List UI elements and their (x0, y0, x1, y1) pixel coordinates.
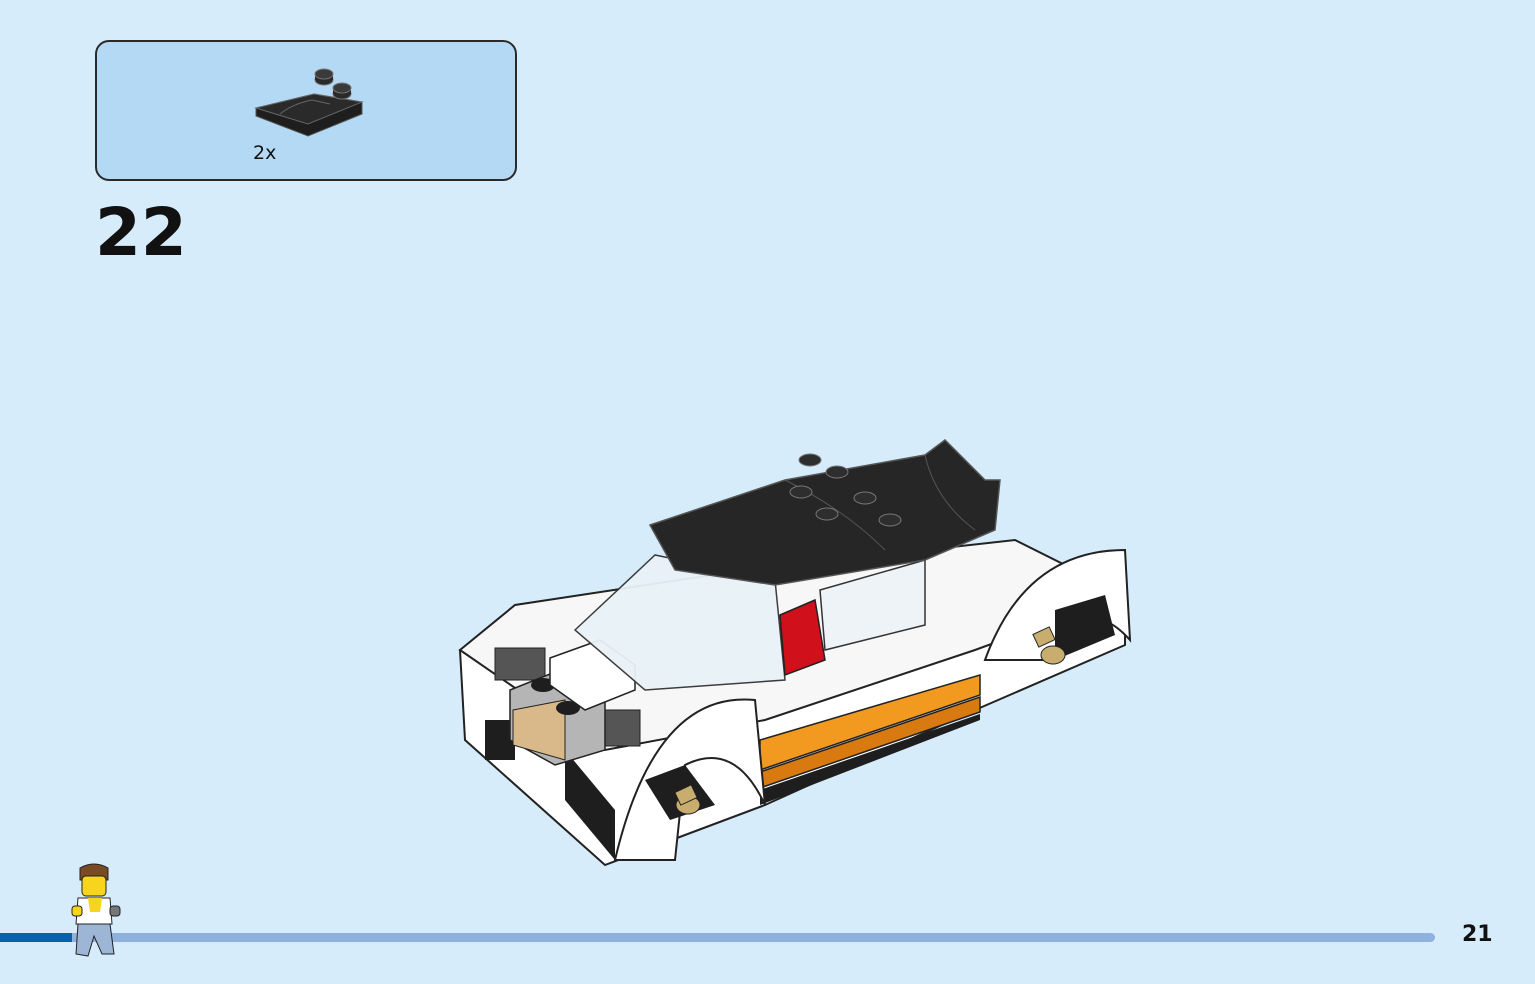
part-quantity: 2x (253, 142, 277, 164)
black-wedge-plate-icon (254, 68, 364, 137)
page-number: 21 (1462, 922, 1493, 947)
progress-fill (0, 933, 72, 942)
step-number: 22 (95, 194, 187, 271)
parts-callout: 2x (95, 40, 517, 181)
walking-minifigure-icon (71, 863, 121, 957)
progress-bar (0, 933, 1435, 942)
white-race-car-icon (458, 439, 1132, 867)
